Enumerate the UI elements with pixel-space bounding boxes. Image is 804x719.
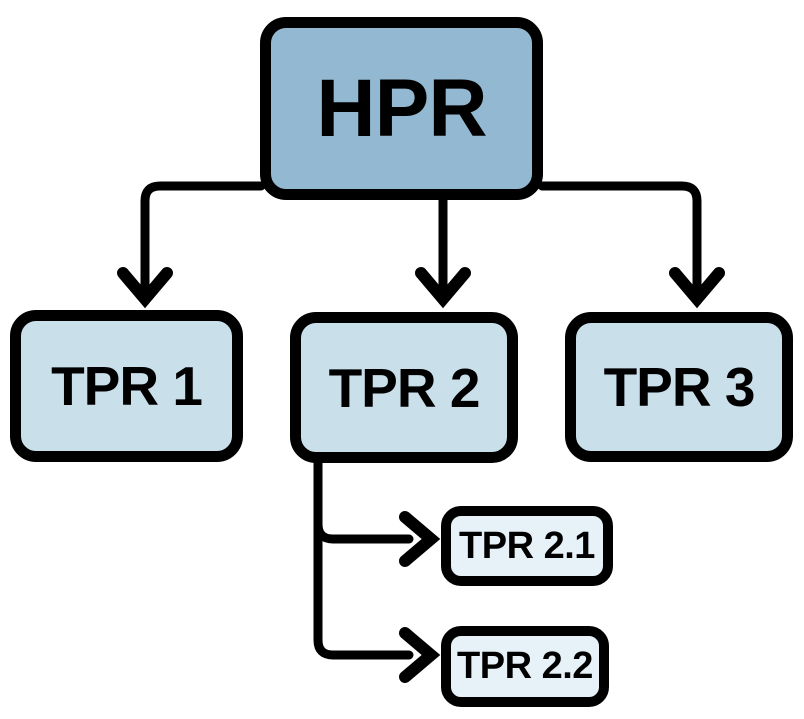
- connector-tpr-2-to-tpr-2-1: [313, 511, 441, 567]
- node-tpr-2-2: TPR 2.2: [441, 626, 609, 707]
- node-tpr-2-label: TPR 2: [328, 356, 481, 419]
- arrowhead-down-tpr-2: [415, 267, 471, 309]
- node-tpr-2-2-label: TPR 2.2: [457, 645, 593, 687]
- arrowhead-down-tpr-3: [669, 267, 725, 309]
- arrowhead-down-tpr-1: [117, 267, 173, 309]
- node-tpr-1-label: TPR 1: [51, 355, 203, 417]
- node-tpr-3: TPR 3: [565, 312, 793, 462]
- connector-hpr-to-tpr-2: [415, 194, 471, 309]
- connector-hpr-to-tpr-1: [117, 181, 266, 309]
- node-tpr-2: TPR 2: [290, 312, 518, 463]
- node-tpr-1: TPR 1: [10, 310, 243, 462]
- node-tpr-2-1: TPR 2.1: [441, 506, 613, 586]
- connector-hpr-to-tpr-3: [537, 181, 725, 309]
- arrowhead-right-tpr-2-2: [399, 627, 441, 683]
- arrowhead-right-tpr-2-1: [399, 511, 441, 567]
- node-tpr-3-label: TPR 3: [603, 356, 756, 418]
- node-tpr-2-1-label: TPR 2.1: [459, 524, 595, 567]
- connector-tpr-2-to-tpr-2-2: [313, 456, 441, 683]
- node-hpr-label: HPR: [316, 62, 487, 154]
- node-hpr: HPR: [260, 17, 543, 200]
